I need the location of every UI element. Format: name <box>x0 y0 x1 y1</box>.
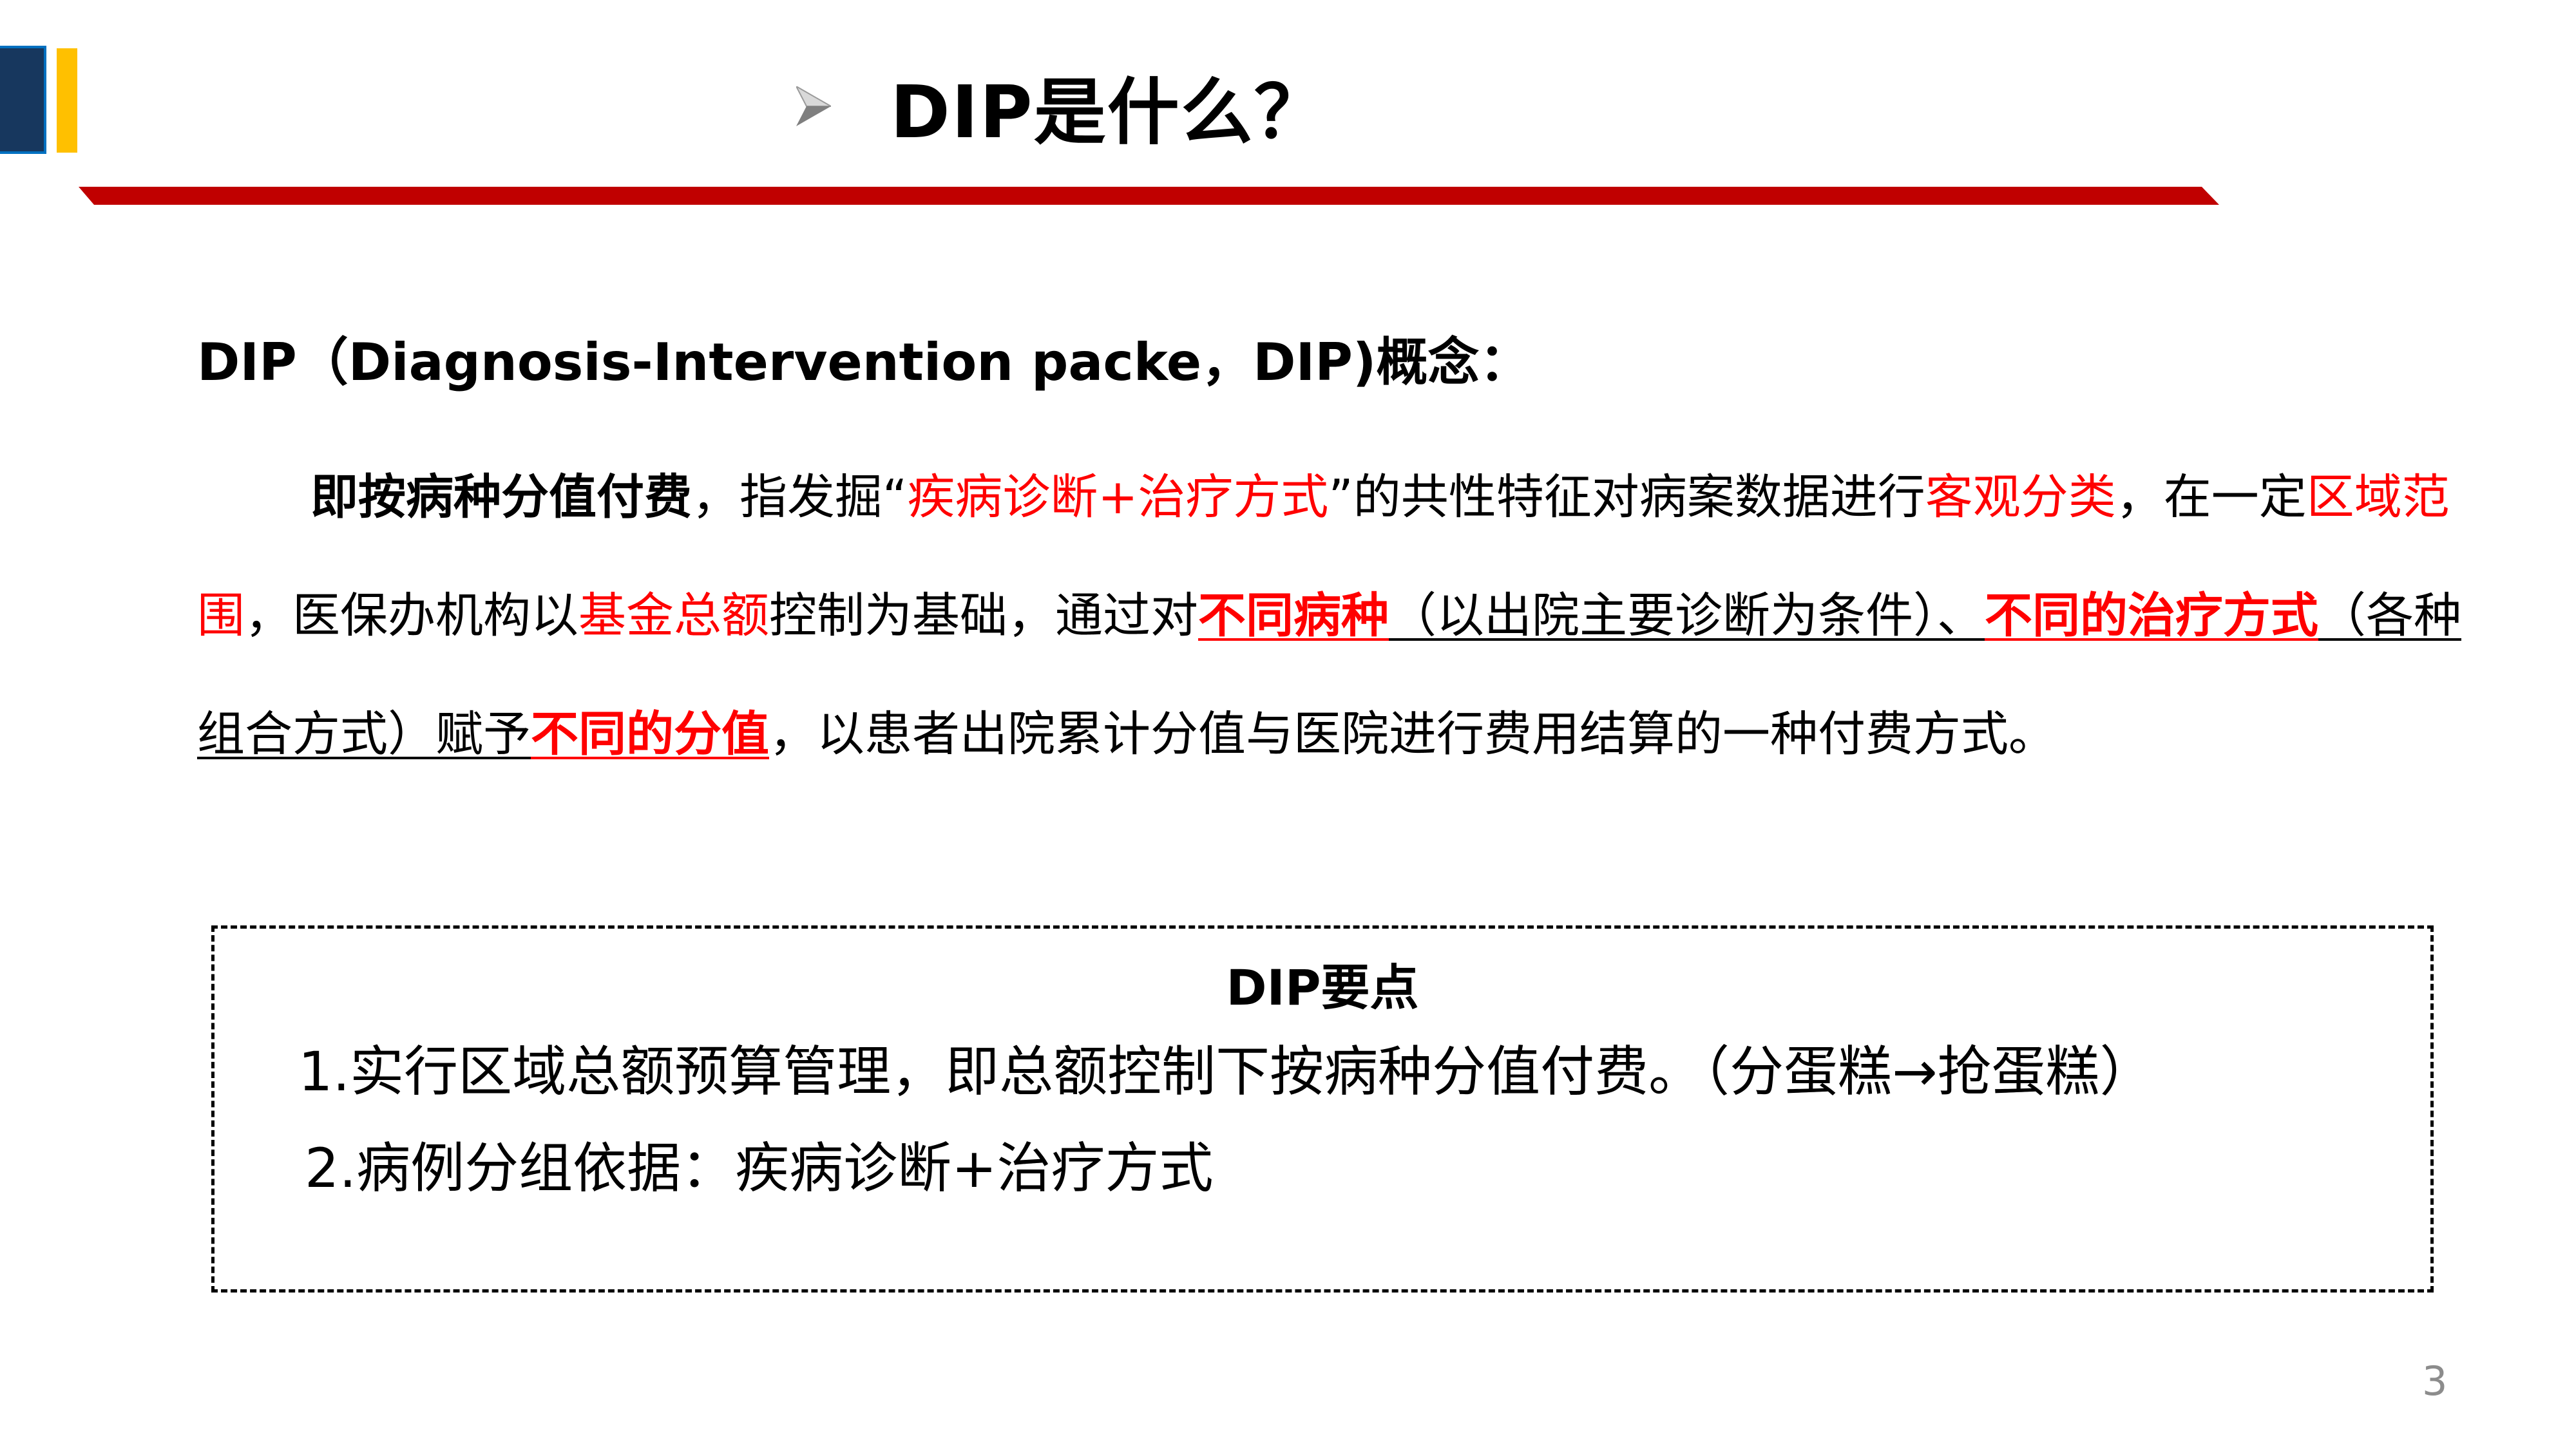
term-definition: 即按病种分值付费 <box>310 469 692 525</box>
concept-heading: DIP（Diagnosis-Intervention packe，DIP)概念： <box>197 332 1531 392</box>
text-segment: 控制为基础，通过对 <box>769 588 1198 643</box>
title-underline-bar <box>79 187 2219 205</box>
decor-blue-block <box>0 46 46 154</box>
keypoint-item-1: 1.实行区域总额预算管理，即总额控制下按病种分值付费。（分蛋糕→抢蛋糕） <box>298 1040 2154 1103</box>
arrowhead-bullet-icon <box>796 86 831 126</box>
slide-header: DIP是什么？ <box>796 58 1328 155</box>
close-quote: ” <box>1328 469 1353 525</box>
text-segment: ，在一定 <box>2115 469 2307 525</box>
highlight-different-diseases: 不同病种 <box>1198 588 1389 643</box>
keypoints-box: DIP要点 1.实行区域总额预算管理，即总额控制下按病种分值付费。（分蛋糕→抢蛋… <box>211 925 2434 1293</box>
text-segment: ，指发掘 <box>692 469 883 525</box>
highlight-regional-scope: 区域范围 <box>197 469 2450 643</box>
keypoint-item-2: 2.病例分组依据：疾病诊断+治疗方式 <box>305 1137 1214 1200</box>
concept-paragraph: 即按病种分值付费，指发掘“疾病诊断+治疗方式”的共性特征对病案数据进行客观分类，… <box>197 438 2490 793</box>
highlight-diagnosis-treatment: 疾病诊断+治疗方式 <box>907 469 1329 525</box>
highlight-objective-classification: 客观分类 <box>1925 469 2116 525</box>
highlight-different-scores: 不同的分值 <box>531 706 769 762</box>
underlined-combination: （各种组合方式）赋予 <box>197 588 2461 762</box>
decor-yellow-block <box>57 48 77 153</box>
text-segment: 的共性特征对病案数据进行 <box>1353 469 1925 525</box>
keypoints-title: DIP要点 <box>1226 959 1419 1016</box>
page-number: 3 <box>2422 1358 2448 1405</box>
slide-title: DIP是什么？ <box>890 71 1328 155</box>
open-quote: “ <box>883 469 908 525</box>
highlight-different-treatments: 不同的治疗方式 <box>1985 588 2318 643</box>
underlined-condition: （以出院主要诊断为条件）、 <box>1389 588 1985 643</box>
text-segment: ，医保办机构以 <box>245 588 578 643</box>
highlight-fund-total: 基金总额 <box>578 588 769 643</box>
text-segment: ，以患者出院累计分值与医院进行费用结算的一种付费方式。 <box>769 706 2056 762</box>
